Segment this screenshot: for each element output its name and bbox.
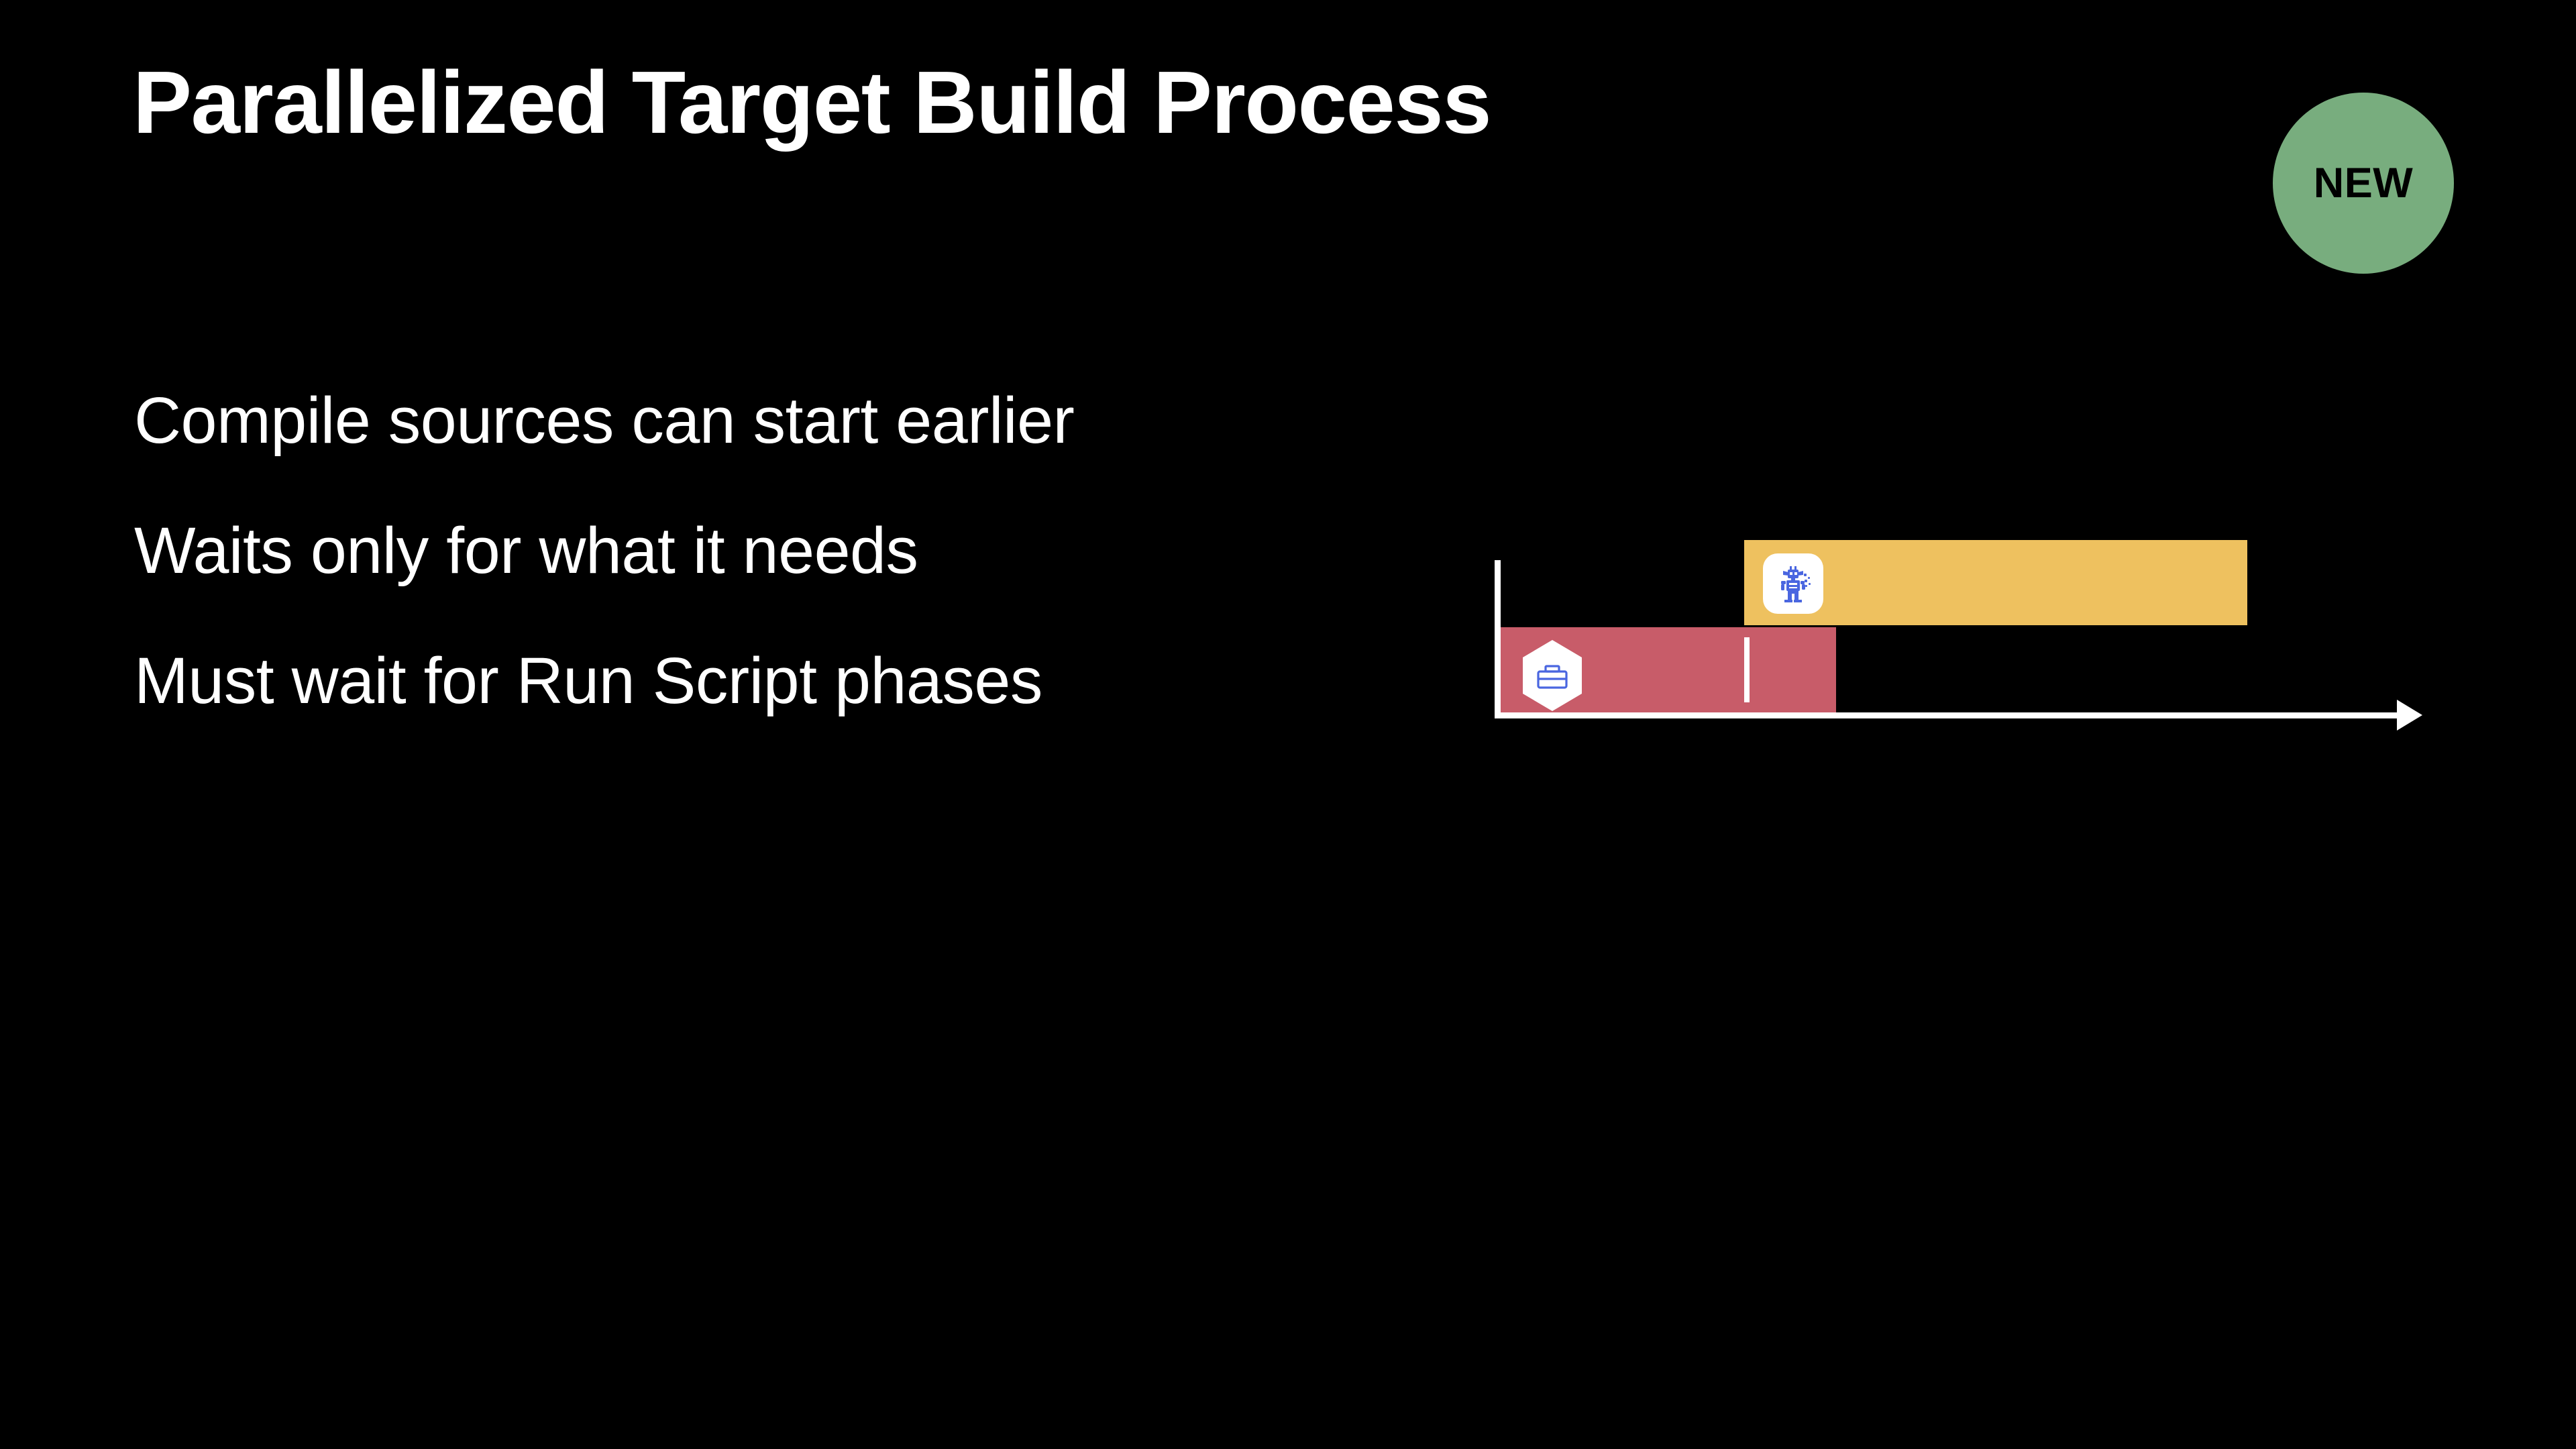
timeline-bar-compile-sources [1744, 540, 2247, 625]
page-title: Parallelized Target Build Process [133, 53, 1492, 152]
robot-icon [1763, 553, 1823, 614]
bullet-list: Compile sources can start earlier Waits … [134, 388, 1342, 713]
status-badge: NEW [2273, 93, 2454, 274]
chart-x-axis-arrow-icon [2397, 700, 2422, 731]
status-badge-label: NEW [2313, 159, 2414, 207]
list-item: Waits only for what it needs [134, 514, 918, 587]
timeline-phase-divider [1744, 637, 1750, 702]
chart-y-axis [1495, 560, 1501, 718]
list-item: Compile sources can start earlier [134, 384, 1075, 457]
build-timeline-chart [1495, 537, 2434, 731]
list-item: Must wait for Run Script phases [134, 644, 1042, 717]
briefcase-icon [1520, 639, 1585, 712]
chart-x-axis [1495, 712, 2400, 718]
